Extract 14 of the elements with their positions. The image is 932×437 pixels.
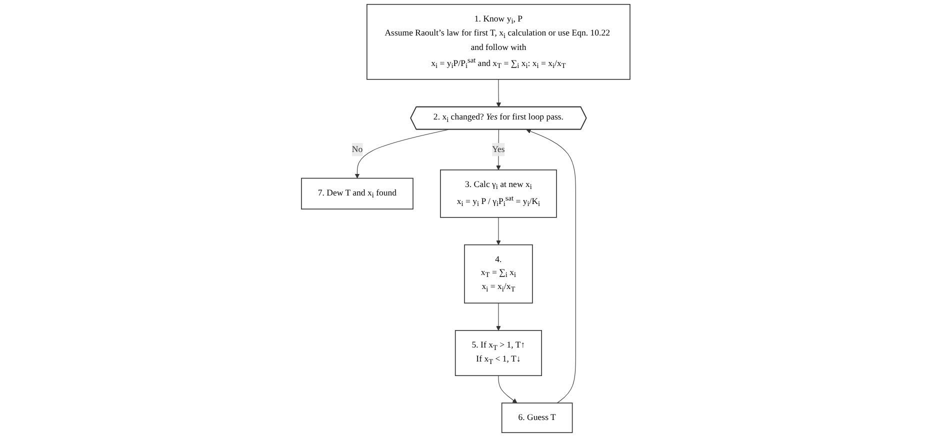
arrow <box>355 129 449 178</box>
node-box: 6. Guess T <box>502 402 573 434</box>
arrow <box>496 79 502 108</box>
node-box: 1. Know y$_{i}$, P Assume Raoult’s law for first T, x$_{i}$ calculation or use Eqn. 10.22 and follow with x$_{i}$ = y$_{i}$P/P$_{i}$$^{sat}$ and x$_{T}$ = ∑$_{i}$ x$_{i}$: x$_{i}$ = x$_{i}$/x$_{T}$ <box>366 4 631 80</box>
arrow <box>496 302 502 331</box>
node-box: 3. Calc γ$_{i}$ at new x$_{i}$ x$_{i}$ = y$_{i}$ P / γ$_{i}$P$_{i}$$^{sat}$ = y$_{i}$/K$_{i}$ <box>440 170 558 218</box>
arrow <box>498 375 518 404</box>
node-box: 7. Dew T and x$_{i}$ found <box>301 178 414 210</box>
arrow <box>526 129 576 404</box>
edge-label: No <box>352 144 363 154</box>
node-box: 5. If x$_{T}$ > 1, T↑ If x$_{T}$ < 1, T↓ <box>455 330 542 376</box>
edge-label: Yes <box>492 144 506 154</box>
arrow <box>496 217 502 246</box>
node-box: 4. x$_{T}$ = ∑$_{i}$ x$_{i}$ x$_{i}$ = x$_{i}$/x$_{T}$ <box>464 244 534 304</box>
